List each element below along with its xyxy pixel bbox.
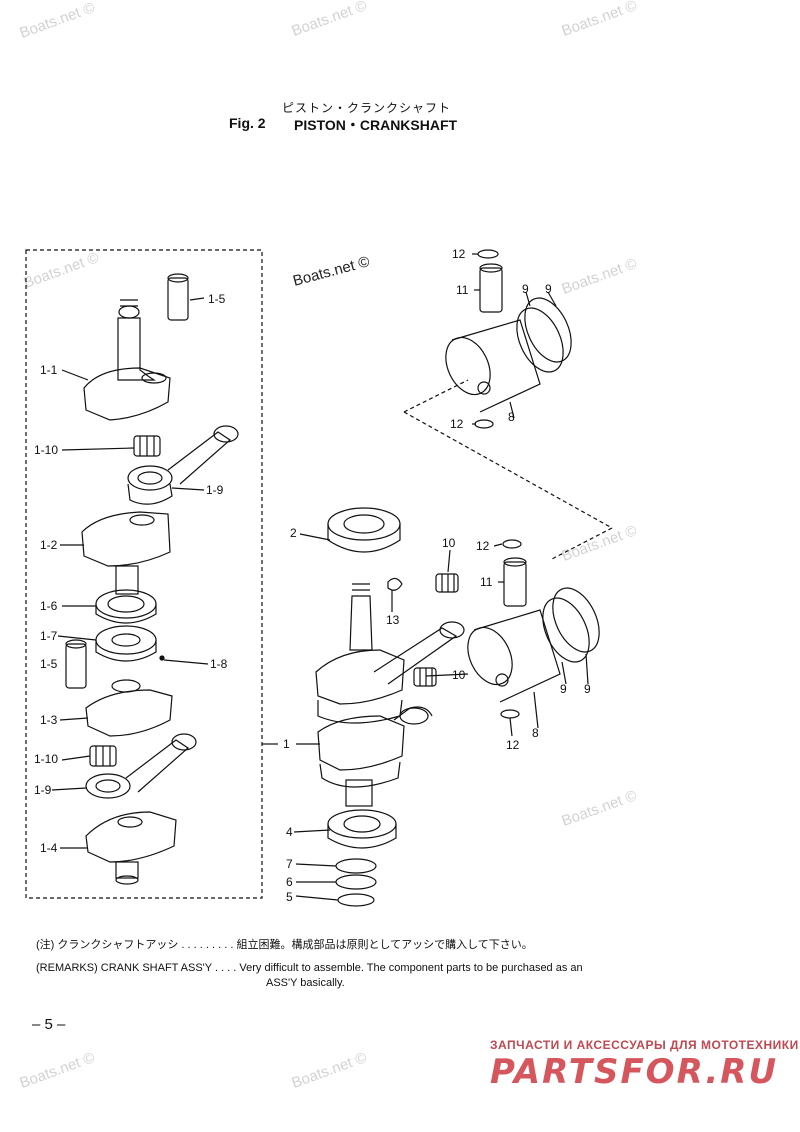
woodruff-key xyxy=(387,577,403,591)
connecting-rod-lower xyxy=(85,733,197,799)
needle-bearing-right-upper xyxy=(435,573,459,593)
part-label: 1-10 xyxy=(34,443,59,457)
part-label: 12 xyxy=(476,539,490,553)
piston-ring-upper-a xyxy=(524,297,572,363)
circlip xyxy=(337,893,375,907)
piston-upper xyxy=(445,319,541,413)
part-label: 10 xyxy=(442,536,456,550)
figure-number: Fig. 2 xyxy=(229,115,266,131)
remarks-japanese: (注) クランクシャフトアッシ . . . . . . . . . 組立困難。構… xyxy=(36,939,533,951)
needle-bearing-lower xyxy=(89,745,117,767)
part-label: 9 xyxy=(560,682,567,696)
part-label: 7 xyxy=(286,857,293,871)
part-label: 1-2 xyxy=(40,538,58,552)
crank-pin-upper xyxy=(167,273,189,321)
piston-pin-clip-top xyxy=(477,249,499,259)
part-label: 12 xyxy=(450,417,464,431)
piston-ring-lower-a xyxy=(552,587,600,653)
part-label: 11 xyxy=(480,575,493,589)
brand-logo: PARTSFOR.RU xyxy=(490,1052,779,1092)
part-label: 4 xyxy=(286,825,293,839)
part-label: 13 xyxy=(386,613,400,627)
part-label: 1-5 xyxy=(208,292,226,306)
part-label: 1-7 xyxy=(40,629,58,643)
part-label: 9 xyxy=(584,682,591,696)
part-label: 10 xyxy=(452,668,466,682)
spacer xyxy=(335,874,377,890)
part-label: 9 xyxy=(522,282,529,296)
page-title: PISTON・CRANKSHAFT xyxy=(294,117,458,133)
gear-left xyxy=(95,625,165,662)
part-label: 9 xyxy=(545,282,552,296)
part-label: 1-9 xyxy=(206,483,224,497)
part-label: 12 xyxy=(452,247,466,261)
ball-bearing-left xyxy=(95,589,157,624)
piston-pin-upper xyxy=(479,263,503,313)
part-label: 1-5 xyxy=(40,657,58,671)
piston-pin-clip-bottom-2 xyxy=(500,709,520,719)
part-label: 1-3 xyxy=(40,713,58,727)
crank-pin-lower xyxy=(65,639,87,689)
crankshaft-assembled xyxy=(315,583,465,807)
part-label: 12 xyxy=(506,738,520,752)
crankshaft-assembly-box xyxy=(25,249,263,899)
remarks-english-line1: (REMARKS) CRANK SHAFT ASS'Y . . . . Very… xyxy=(36,962,583,974)
crank-half-upper xyxy=(83,299,171,421)
connecting-rod-upper xyxy=(127,425,239,505)
page-number: – 5 – xyxy=(32,1016,66,1033)
ball-bearing-top xyxy=(327,507,401,553)
crank-half-lower xyxy=(85,811,177,885)
brand-tagline: ЗАПЧАСТИ И АКСЕССУАРЫ ДЛЯ МОТОТЕХНИКИ xyxy=(490,1038,799,1052)
part-label: 1 xyxy=(283,737,290,751)
piston-lower xyxy=(467,609,561,703)
piston-ring-lower-b xyxy=(542,597,590,663)
piston-pin-clip-top-2 xyxy=(502,539,522,549)
piston-pin-lower xyxy=(503,557,527,607)
part-label: 1-1 xyxy=(40,363,58,377)
part-label: 1-6 xyxy=(40,599,58,613)
piston-pin-clip-bottom xyxy=(474,419,494,429)
part-label: 2 xyxy=(290,526,297,540)
part-label: 1-8 xyxy=(210,657,228,671)
part-label: 1-10 xyxy=(34,752,59,766)
crank-web-upper xyxy=(81,511,171,595)
title-japanese: ピストン・クランクシャフト xyxy=(282,101,452,115)
part-label: 5 xyxy=(286,890,293,904)
part-label: 6 xyxy=(286,875,293,889)
part-label: 8 xyxy=(508,410,515,424)
oil-seal xyxy=(335,858,377,874)
needle-bearing-right-lower xyxy=(413,667,437,687)
piston-ring-upper-b xyxy=(516,307,564,373)
needle-bearing-upper xyxy=(133,435,161,457)
remarks-english-line2: ASS'Y basically. xyxy=(266,977,345,989)
ball-bearing-bottom xyxy=(327,809,397,849)
part-label: 11 xyxy=(456,283,469,297)
part-label: 1-9 xyxy=(34,783,52,797)
part-label: 8 xyxy=(532,726,539,740)
part-label: 1-4 xyxy=(40,841,58,855)
crank-half-middle xyxy=(85,679,173,737)
